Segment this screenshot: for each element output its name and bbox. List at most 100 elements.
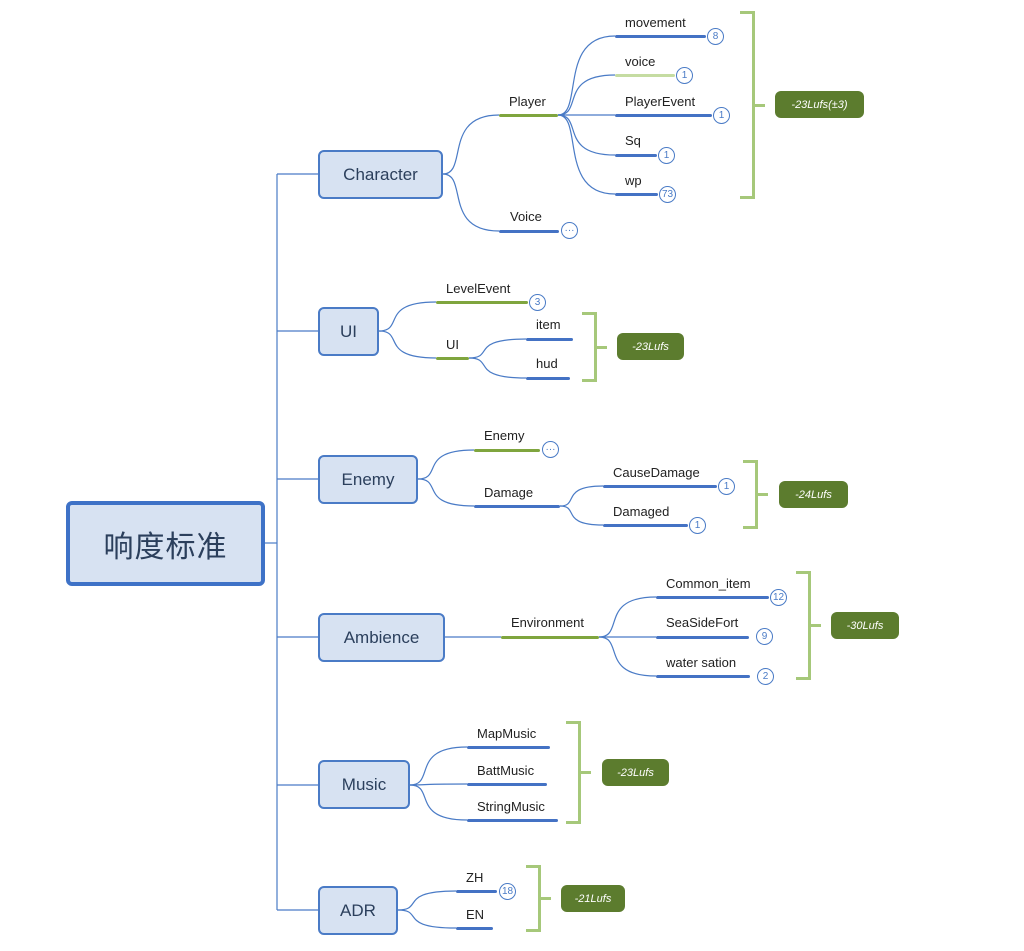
count-badge[interactable]: 1 xyxy=(658,147,675,164)
topic-enemy[interactable]: Enemy xyxy=(484,428,525,443)
count-badge[interactable]: 1 xyxy=(718,478,735,495)
topic-environment[interactable]: Environment xyxy=(511,615,584,630)
count-badge[interactable]: 18 xyxy=(499,883,516,900)
branch-underline xyxy=(526,377,570,380)
collapsed-children-badge[interactable]: ··· xyxy=(542,441,559,458)
count-badge[interactable]: 1 xyxy=(689,517,706,534)
connector-line xyxy=(442,173,500,232)
connector-line xyxy=(468,338,527,359)
branch-underline xyxy=(615,35,706,38)
topic-battmusic[interactable]: BattMusic xyxy=(477,763,535,778)
branch-underline xyxy=(474,505,560,508)
branch-underline xyxy=(436,301,528,304)
topic-damage[interactable]: Damage xyxy=(484,485,534,500)
count-badge[interactable]: 12 xyxy=(770,589,787,606)
topic-movement[interactable]: movement xyxy=(625,15,686,30)
connector-line xyxy=(409,784,468,821)
branch-underline xyxy=(615,154,657,157)
count-badge[interactable]: 73 xyxy=(659,186,676,203)
topic-levelevent[interactable]: LevelEvent xyxy=(446,281,511,296)
connector-line xyxy=(397,909,457,929)
connector-line xyxy=(557,114,616,195)
topic-mapmusic[interactable]: MapMusic xyxy=(477,726,537,741)
connector-line xyxy=(598,636,657,677)
branch-underline xyxy=(436,357,469,360)
branch-underline xyxy=(615,114,712,117)
topic-en[interactable]: EN xyxy=(466,907,485,922)
topic-player[interactable]: Player xyxy=(509,94,546,109)
group-brace xyxy=(743,460,768,529)
connector-line xyxy=(598,596,657,638)
group-brace xyxy=(526,865,551,932)
count-badge[interactable]: 1 xyxy=(713,107,730,124)
connector-line xyxy=(417,449,475,480)
topic-item[interactable]: item xyxy=(536,317,561,332)
topic-hud[interactable]: hud xyxy=(536,356,558,371)
loudness-standard-tag[interactable]: -24Lufs xyxy=(779,481,848,508)
count-badge[interactable]: 2 xyxy=(757,668,774,685)
count-badge[interactable]: 1 xyxy=(676,67,693,84)
collapsed-children-badge[interactable]: ··· xyxy=(561,222,578,239)
topic-water-sation[interactable]: water sation xyxy=(666,655,737,670)
node-adr[interactable]: ADR xyxy=(318,886,398,935)
topic-playerevent[interactable]: PlayerEvent xyxy=(625,94,696,109)
node-enemy[interactable]: Enemy xyxy=(318,455,418,504)
branch-underline xyxy=(656,636,749,639)
branch-underline xyxy=(467,746,550,749)
root-node[interactable]: 响度标准 xyxy=(66,501,265,586)
count-badge[interactable]: 3 xyxy=(529,294,546,311)
node-ui[interactable]: UI xyxy=(318,307,379,356)
branch-underline xyxy=(467,819,558,822)
loudness-standard-tag[interactable]: -21Lufs xyxy=(561,885,625,912)
connector-line xyxy=(409,783,468,786)
loudness-standard-tag[interactable]: -30Lufs xyxy=(831,612,899,639)
connector-line xyxy=(378,330,437,359)
loudness-standard-tag[interactable]: -23Lufs(±3) xyxy=(775,91,864,118)
count-badge[interactable]: 9 xyxy=(756,628,773,645)
node-music[interactable]: Music xyxy=(318,760,410,809)
branch-underline xyxy=(474,449,540,452)
connector-line xyxy=(442,114,500,175)
topic-causedamage[interactable]: CauseDamage xyxy=(613,465,700,480)
group-brace xyxy=(582,312,607,382)
branch-underline xyxy=(499,114,558,117)
topic-voice[interactable]: voice xyxy=(625,54,656,69)
branch-underline xyxy=(603,524,688,527)
branch-underline xyxy=(501,636,599,639)
branch-underline xyxy=(615,74,675,77)
branch-underline xyxy=(526,338,573,341)
loudness-standard-tag[interactable]: -23Lufs xyxy=(602,759,669,786)
topic-sq[interactable]: Sq xyxy=(625,133,641,148)
group-brace xyxy=(740,11,765,199)
branch-underline xyxy=(656,596,769,599)
connector-line xyxy=(378,301,437,332)
connector-line xyxy=(397,890,457,911)
branch-underline xyxy=(456,927,493,930)
topic-seasidefort[interactable]: SeaSideFort xyxy=(666,615,739,630)
topic-zh[interactable]: ZH xyxy=(466,870,484,885)
count-badge[interactable]: 8 xyxy=(707,28,724,45)
branch-underline xyxy=(603,485,717,488)
connector-line xyxy=(559,505,604,526)
node-ambience[interactable]: Ambience xyxy=(318,613,445,662)
branch-underline xyxy=(499,230,559,233)
topic-ui[interactable]: UI xyxy=(446,337,459,352)
branch-underline xyxy=(467,783,547,786)
branch-underline xyxy=(656,675,750,678)
connector-line xyxy=(557,114,616,156)
connector-line xyxy=(468,357,527,379)
topic-damaged[interactable]: Damaged xyxy=(613,504,670,519)
node-character[interactable]: Character xyxy=(318,150,443,199)
branch-underline xyxy=(615,193,658,196)
connector-line xyxy=(409,746,468,786)
connector-line xyxy=(557,35,616,116)
connector-line xyxy=(417,478,475,507)
loudness-standard-tag[interactable]: -23Lufs xyxy=(617,333,684,360)
topic-stringmusic[interactable]: StringMusic xyxy=(477,799,545,814)
topic-wp[interactable]: wp xyxy=(625,173,642,188)
connector-line xyxy=(559,485,604,507)
topic-common-item[interactable]: Common_item xyxy=(666,576,751,591)
group-brace xyxy=(796,571,821,680)
topic-voice[interactable]: Voice xyxy=(510,209,542,224)
